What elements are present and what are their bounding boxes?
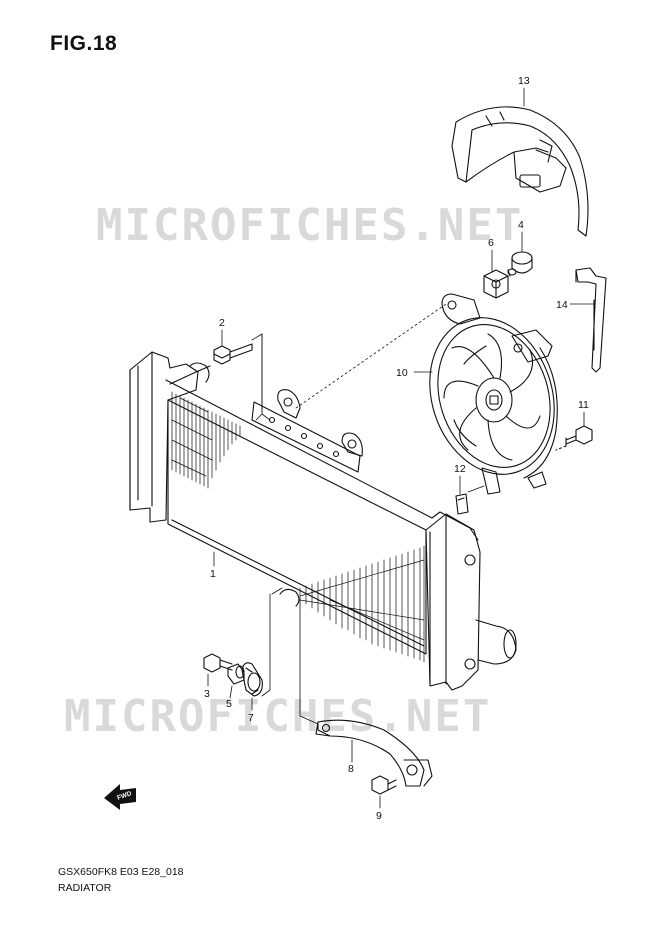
bolt-9 (371, 775, 397, 795)
harness-clamp-14 (575, 267, 607, 373)
cooling-fan (429, 293, 558, 495)
callout-9: 9 (376, 810, 382, 822)
watermark-bottom: MICROFICHES.NET (64, 691, 491, 742)
callout-13: 13 (518, 75, 530, 87)
forward-arrow-icon: FWD (104, 784, 136, 810)
callout-labels: 1 2 3 4 5 6 7 8 9 10 11 12 13 14 (204, 75, 589, 822)
callout-12: 12 (454, 463, 466, 475)
lower-bracket-8 (315, 719, 433, 787)
callout-14: 14 (556, 299, 568, 311)
callout-8: 8 (348, 763, 354, 775)
model-code: GSX650FK8 E03 E28_018 (58, 866, 184, 878)
figure-title: FIG.18 (50, 32, 118, 55)
screw-4 (507, 251, 533, 277)
grommet-7 (241, 662, 263, 697)
bolt-2 (213, 343, 253, 365)
fan-shroud-cover (451, 106, 589, 237)
callout-2: 2 (219, 317, 225, 329)
radiator-fins-right (299, 545, 425, 663)
radiator-core (129, 351, 517, 691)
callout-11: 11 (578, 399, 589, 411)
leader-lines (207, 87, 595, 809)
callout-7: 7 (248, 712, 254, 724)
callout-3: 3 (204, 688, 210, 700)
bolt-11 (555, 425, 593, 451)
clip-nut-12 (455, 493, 469, 515)
callout-5: 5 (226, 698, 232, 710)
watermark-top: MICROFICHES.NET (96, 200, 523, 251)
radiator-fins-left (171, 391, 241, 489)
nut-6 (483, 269, 509, 299)
bolt-3 (203, 653, 233, 673)
callout-1: 1 (210, 568, 216, 580)
callout-4: 4 (518, 219, 524, 231)
figure-caption: RADIATOR (58, 882, 112, 894)
callout-10: 10 (396, 367, 408, 379)
fwd-label: FWD (116, 790, 133, 802)
figure-footer: GSX650FK8 E03 E28_018 RADIATOR (58, 864, 184, 896)
callout-6: 6 (488, 237, 494, 249)
collar-5 (227, 663, 245, 685)
